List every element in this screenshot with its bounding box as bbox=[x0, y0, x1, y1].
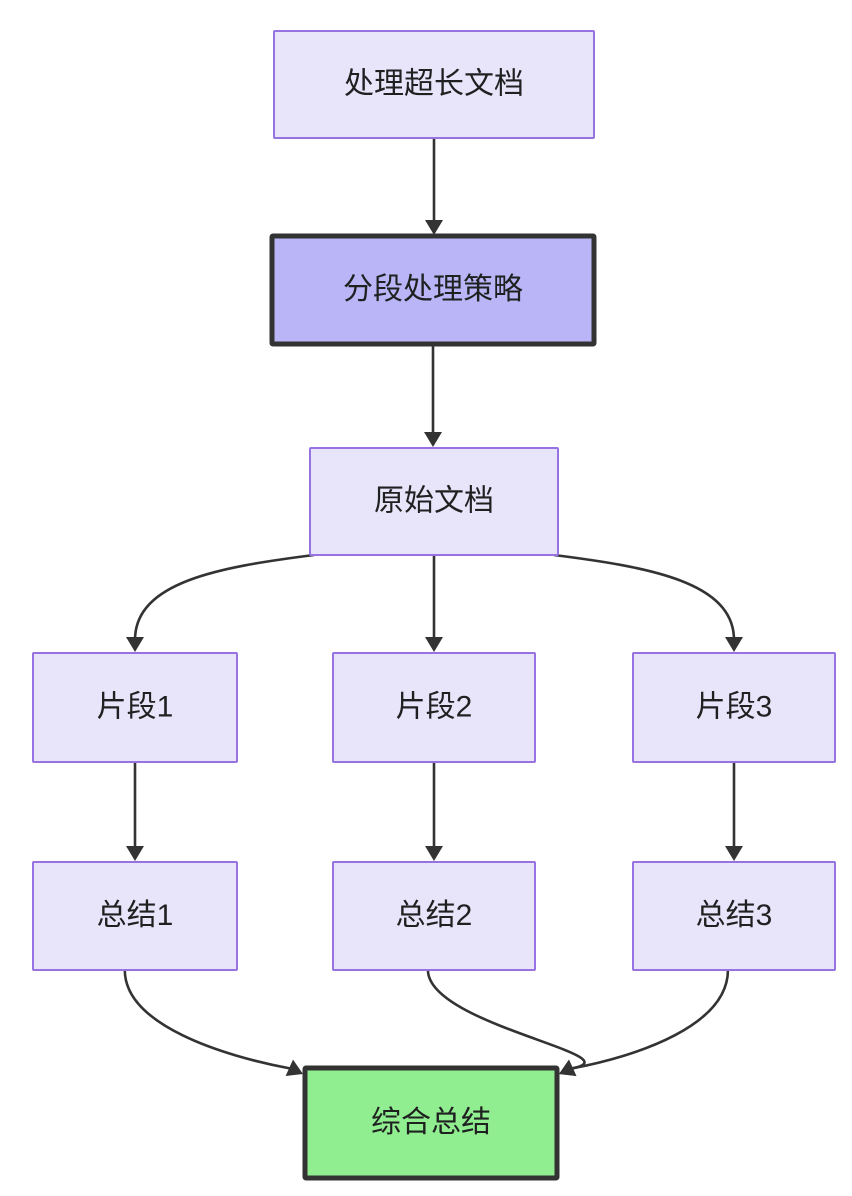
edge-summary-1-to-final-line bbox=[123, 969, 292, 1070]
node-summary-3[interactable]: 总结3 bbox=[632, 861, 836, 971]
edge-strategy-to-source-document-arrow bbox=[424, 432, 442, 447]
node-summary-1-box[interactable] bbox=[32, 861, 238, 971]
node-long-document-label: 处理超长文档 bbox=[344, 67, 524, 100]
edge-strategy-to-source-document bbox=[424, 344, 442, 447]
edge-source-document-to-chunk-3-arrow bbox=[725, 637, 743, 652]
node-summary-1-label: 总结1 bbox=[97, 899, 174, 932]
edge-chunk-2-to-summary-2 bbox=[425, 762, 443, 861]
edge-summary-3-to-final-arrow bbox=[559, 1059, 577, 1077]
node-final-summary[interactable]: 综合总结 bbox=[302, 1065, 560, 1181]
node-final-summary-label: 综合总结 bbox=[371, 1106, 491, 1139]
edges-layer bbox=[123, 138, 743, 1077]
edge-chunk-1-to-summary-1 bbox=[126, 762, 144, 861]
edge-source-document-to-chunk-2-arrow bbox=[425, 637, 443, 652]
node-summary-1[interactable]: 总结1 bbox=[32, 861, 238, 971]
node-chunking-strategy[interactable]: 分段处理策略 bbox=[269, 233, 597, 347]
edge-chunk-3-to-summary-3-arrow bbox=[725, 846, 743, 861]
node-chunk-1-label: 片段1 bbox=[97, 690, 174, 723]
edge-source-document-to-chunk-3-line bbox=[553, 553, 736, 641]
node-long-document[interactable]: 处理超长文档 bbox=[273, 30, 595, 139]
edge-chunk-2-to-summary-2-arrow bbox=[425, 846, 443, 861]
edge-source-document-to-chunk-2 bbox=[425, 555, 443, 652]
node-chunk-3-box[interactable] bbox=[632, 652, 836, 763]
edge-summary-1-to-final-arrow bbox=[285, 1059, 303, 1077]
edge-chunk-3-to-summary-3 bbox=[725, 762, 743, 861]
node-summary-2-label: 总结2 bbox=[396, 899, 473, 932]
node-summary-2[interactable]: 总结2 bbox=[332, 861, 536, 971]
node-chunking-strategy-label: 分段处理策略 bbox=[343, 273, 523, 306]
node-summary-3-box[interactable] bbox=[632, 861, 836, 971]
edge-summary-2-to-final-line bbox=[426, 969, 586, 1070]
node-chunk-2-box[interactable] bbox=[332, 652, 536, 763]
node-chunk-3[interactable]: 片段3 bbox=[632, 652, 836, 763]
node-source-document-box[interactable] bbox=[309, 447, 559, 556]
node-summary-2-box[interactable] bbox=[332, 861, 536, 971]
edge-source-document-to-chunk-3 bbox=[553, 553, 743, 652]
node-chunk-1[interactable]: 片段1 bbox=[32, 652, 238, 763]
edge-source-document-to-chunk-1-arrow bbox=[126, 637, 144, 652]
node-long-document-box[interactable] bbox=[273, 30, 595, 139]
edge-source-document-to-chunk-1-line bbox=[133, 553, 315, 641]
node-final-summary-box[interactable] bbox=[302, 1065, 560, 1181]
edge-summary-2-to-final bbox=[426, 969, 586, 1077]
edge-long-document-to-strategy-arrow bbox=[425, 220, 443, 235]
node-source-document[interactable]: 原始文档 bbox=[309, 447, 559, 556]
edge-summary-3-to-final-line bbox=[570, 969, 730, 1070]
edge-source-document-to-chunk-1 bbox=[126, 553, 315, 652]
node-source-document-label: 原始文档 bbox=[374, 484, 494, 517]
node-chunk-1-box[interactable] bbox=[32, 652, 238, 763]
edge-summary-3-to-final bbox=[559, 969, 730, 1077]
edge-long-document-to-strategy bbox=[425, 138, 443, 235]
edge-summary-1-to-final bbox=[123, 969, 303, 1077]
edge-chunk-1-to-summary-1-arrow bbox=[126, 846, 144, 861]
node-chunk-3-label: 片段3 bbox=[696, 690, 773, 723]
node-chunking-strategy-box[interactable] bbox=[269, 233, 597, 347]
node-chunk-2-label: 片段2 bbox=[396, 690, 473, 723]
node-chunk-2[interactable]: 片段2 bbox=[332, 652, 536, 763]
node-summary-3-label: 总结3 bbox=[696, 899, 773, 932]
